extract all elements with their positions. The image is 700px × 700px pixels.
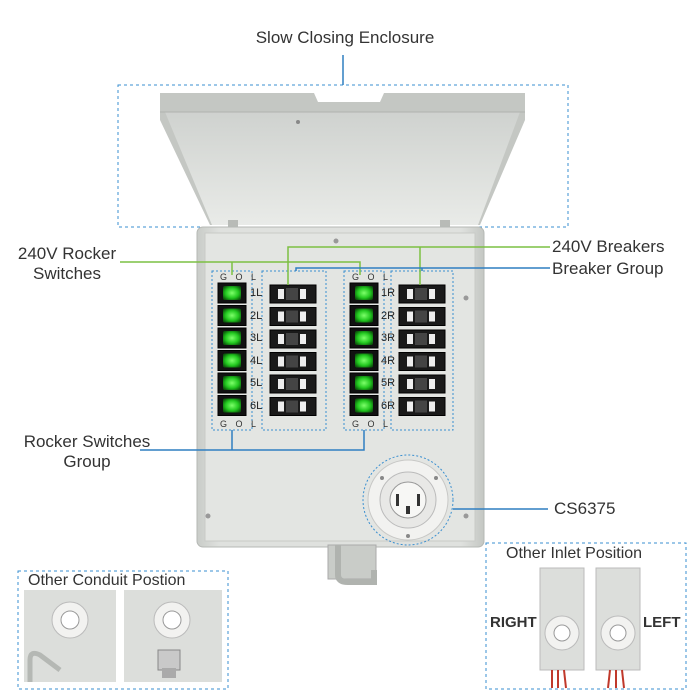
rocker-switches-left <box>217 282 247 416</box>
breaker[interactable] <box>398 397 446 416</box>
label-rocker-group-line2: Group <box>63 451 111 471</box>
label-right: RIGHT <box>490 614 537 631</box>
rocker-switch[interactable] <box>349 327 379 349</box>
label-rocker-switches: 240V Rocker Switches <box>8 244 126 283</box>
inlet-position-box <box>485 542 687 690</box>
rocker-switch[interactable] <box>217 395 247 416</box>
row-label-4l: 4L <box>250 354 263 367</box>
label-rocker-group: Rocker Switches Group <box>8 432 166 471</box>
breaker[interactable] <box>269 284 317 304</box>
pointer-lines <box>120 246 550 510</box>
breakers-left <box>269 284 317 416</box>
breaker[interactable] <box>398 374 446 394</box>
rocker-switch[interactable] <box>217 327 247 349</box>
rocker-switch[interactable] <box>217 282 247 304</box>
breaker[interactable] <box>398 307 446 326</box>
rocker-switch[interactable] <box>349 305 379 326</box>
breaker[interactable] <box>269 307 317 326</box>
label-breaker-group: Breaker Group <box>552 259 664 278</box>
row-label-6l: 6L <box>250 399 263 412</box>
rocker-switch[interactable] <box>217 350 247 371</box>
row-label-4r: 4R <box>381 354 396 367</box>
row-label-3l: 3L <box>250 332 263 344</box>
conduit-position-box <box>17 570 229 690</box>
rocker-switch[interactable] <box>349 395 379 416</box>
conduit-position-title: Other Conduit Postion <box>24 572 190 590</box>
rocker-switch[interactable] <box>217 305 247 326</box>
gol-bottom-right: G O L <box>352 419 392 429</box>
label-inlet: CS6375 <box>554 499 616 518</box>
rocker-switch[interactable] <box>349 350 379 371</box>
gol-bottom-left: G O L <box>220 419 260 429</box>
breakers-right <box>398 284 446 416</box>
label-rocker-switches-line2: Switches <box>32 263 102 283</box>
inlet-cs6375 <box>362 454 454 546</box>
breaker[interactable] <box>269 374 317 394</box>
row-label-6r: 6R <box>381 399 396 412</box>
breaker[interactable] <box>269 397 317 416</box>
row-label-5r: 5R <box>381 377 396 389</box>
label-breakers: 240V Breakers <box>552 237 665 256</box>
breaker[interactable] <box>269 352 317 371</box>
row-label-2r: 2R <box>381 309 396 322</box>
gol-top-left: G O L <box>220 272 260 282</box>
breaker[interactable] <box>398 352 446 371</box>
row-label-5l: 5L <box>250 377 263 389</box>
breaker[interactable] <box>398 284 446 304</box>
row-label-3r: 3R <box>381 332 396 344</box>
breaker[interactable] <box>269 329 317 349</box>
inlet-position-title: Other Inlet Position <box>502 545 647 563</box>
row-label-2l: 2L <box>250 309 263 322</box>
row-label-1l: 1L <box>250 287 263 299</box>
label-rocker-switches-line1: 240V Rocker <box>17 244 117 263</box>
rocker-switch[interactable] <box>349 282 379 304</box>
gol-top-right: G O L <box>352 272 392 282</box>
rocker-switch[interactable] <box>217 372 247 394</box>
row-label-1r: 1R <box>381 287 396 299</box>
label-rocker-group-line1: Rocker Switches <box>23 432 151 451</box>
label-enclosure: Slow Closing Enclosure <box>255 28 435 47</box>
rocker-switch[interactable] <box>349 372 379 394</box>
rocker-switches-right <box>349 282 379 416</box>
breaker[interactable] <box>398 329 446 349</box>
enclosure-lid <box>117 84 569 228</box>
label-left: LEFT <box>643 614 681 631</box>
